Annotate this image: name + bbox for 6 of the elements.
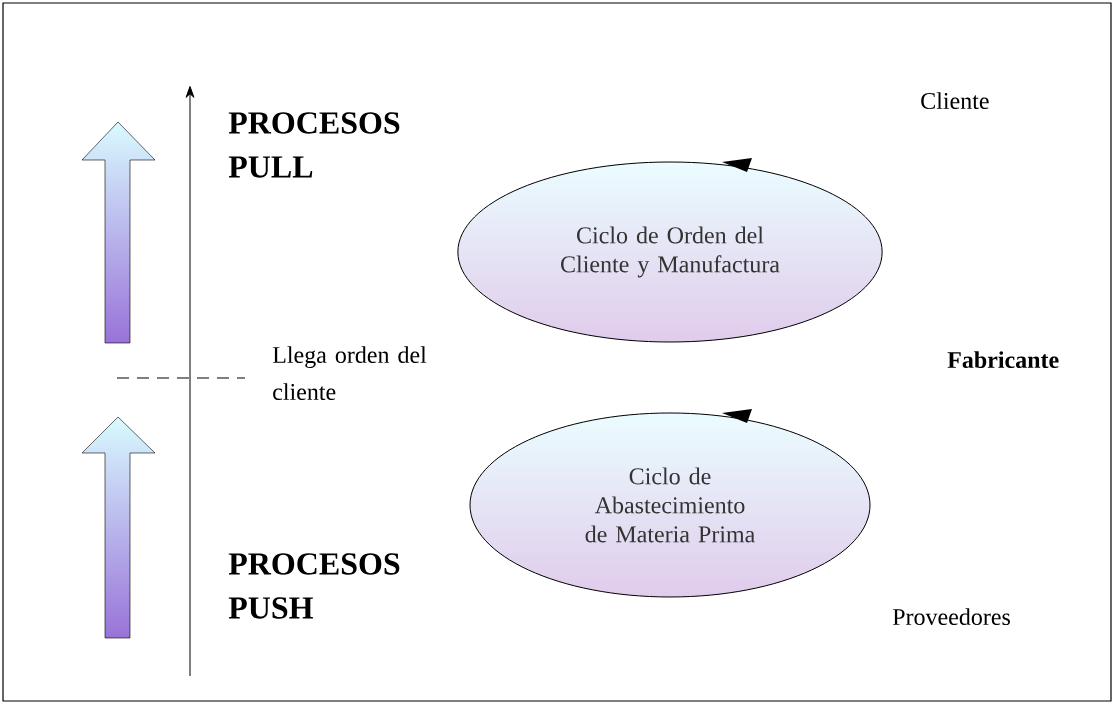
level-label: Cliente — [921, 92, 989, 110]
level-label: Fabricante — [947, 351, 1059, 369]
heading: PROCESOS PULL — [228, 112, 400, 178]
level-label: Proveedores — [892, 608, 1010, 626]
annotation: Llega orden del cliente — [272, 346, 427, 401]
heading: PROCESOS PUSH — [228, 553, 400, 619]
